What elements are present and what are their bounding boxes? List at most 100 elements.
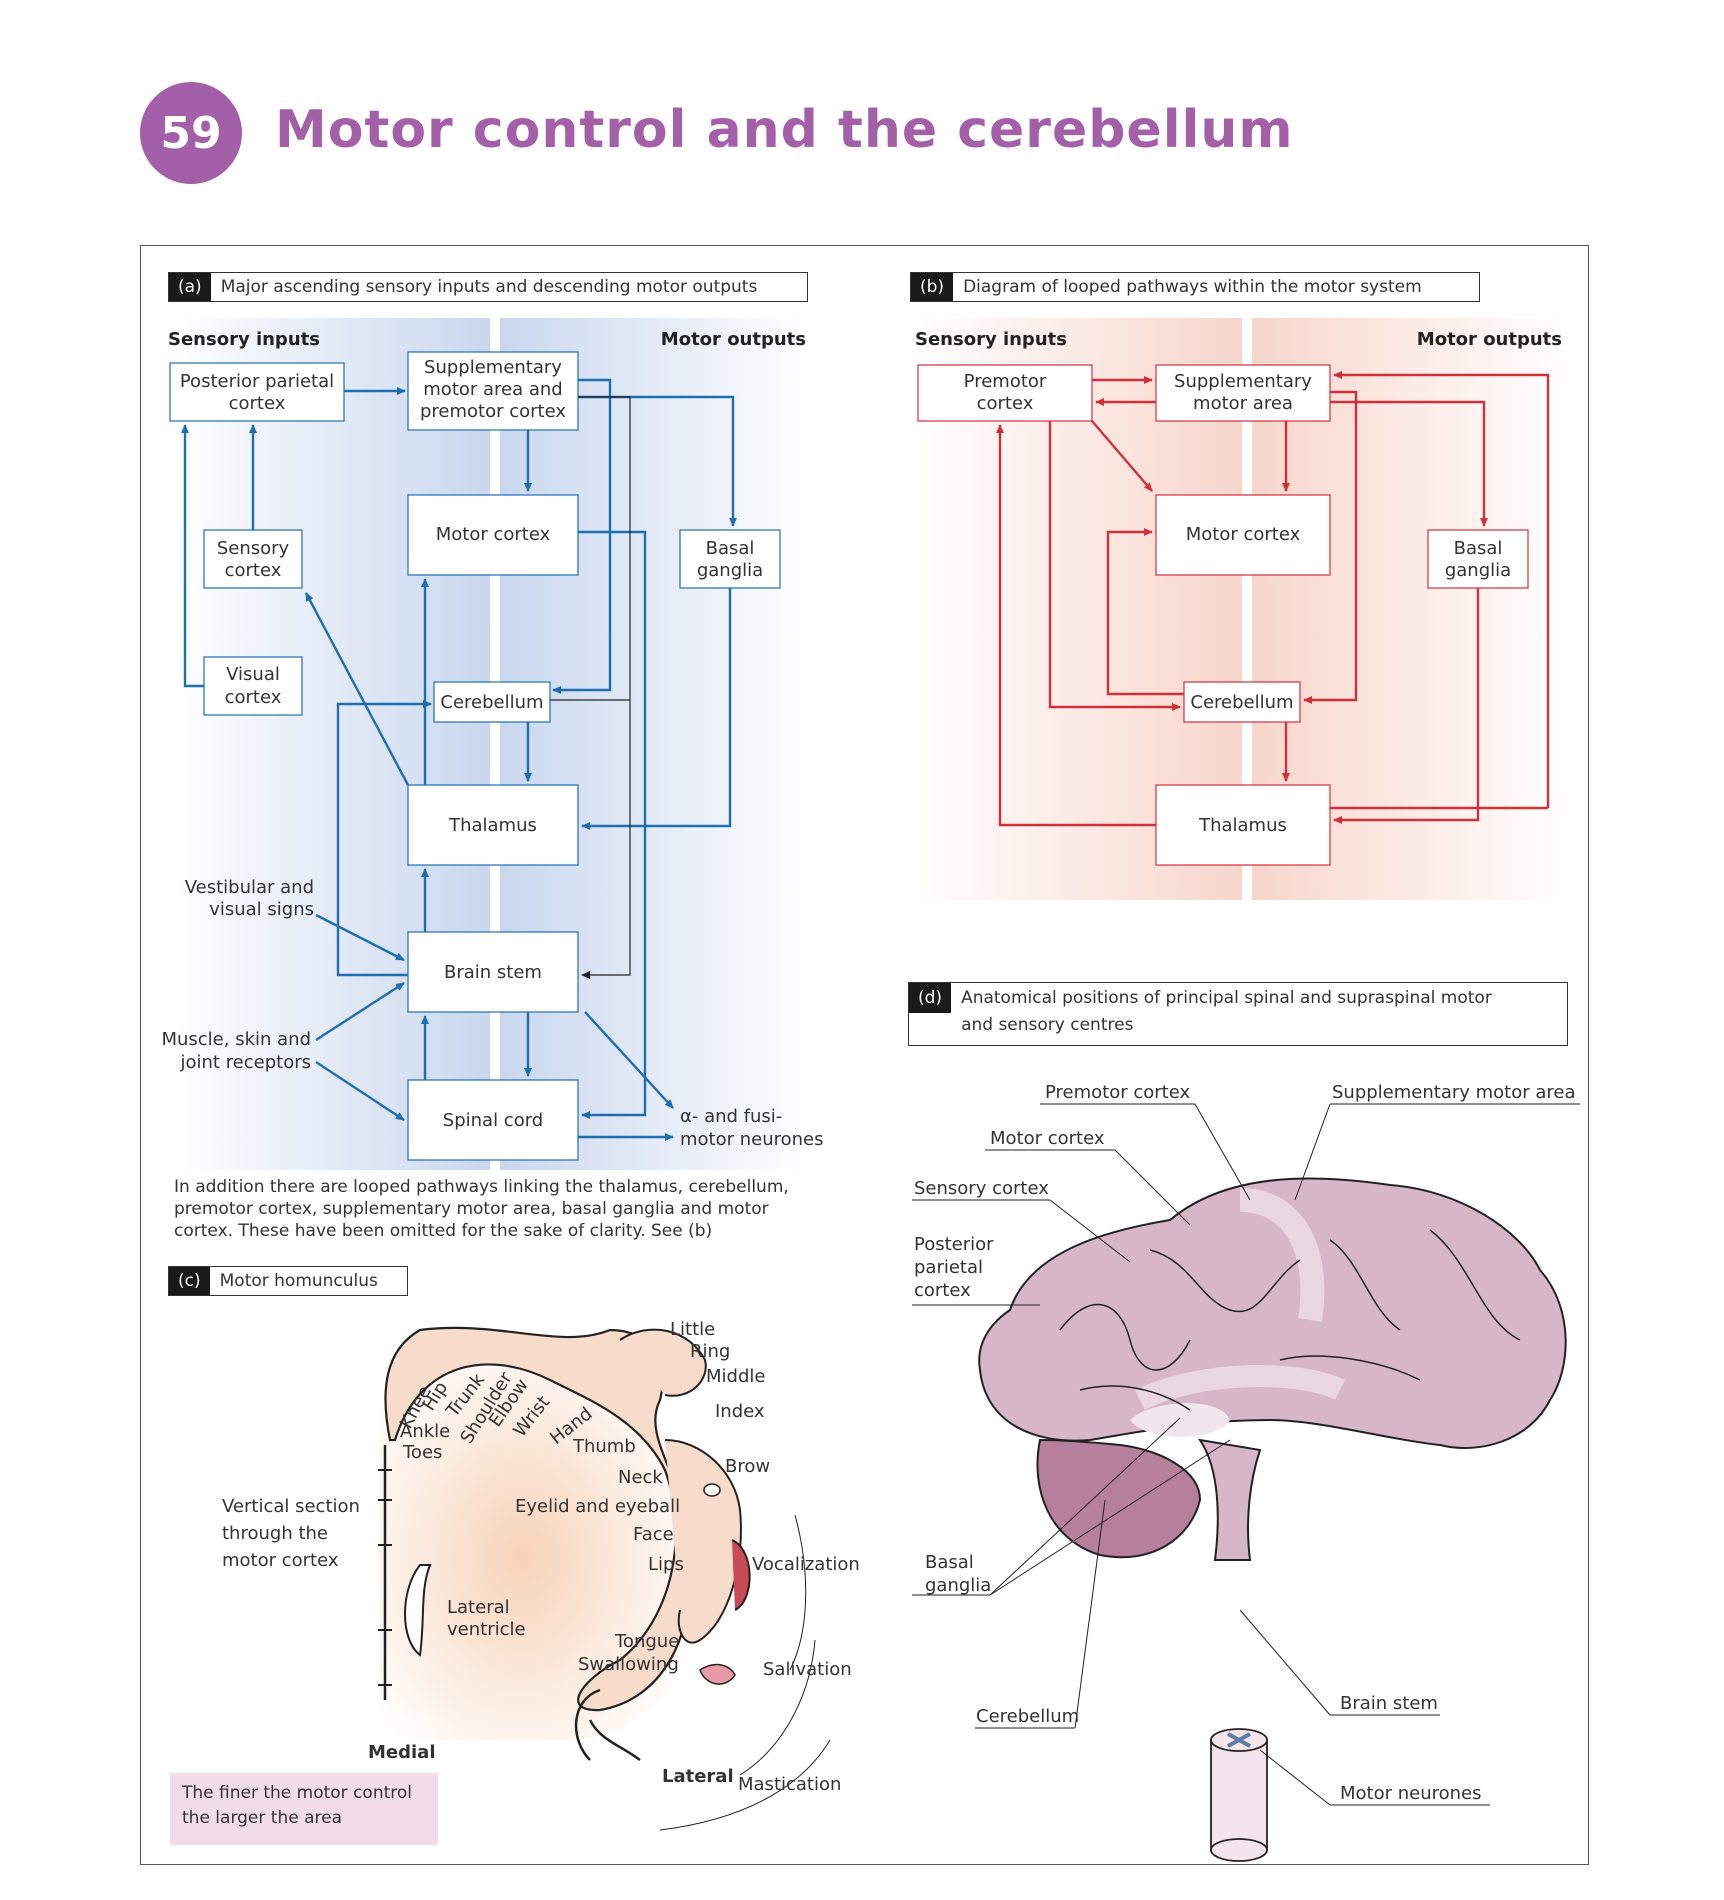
a-box-thalamus — [407, 784, 579, 866]
note-line1: In addition there are looped pathways li… — [174, 1177, 789, 1197]
a-muscle-l2: joint receptors — [179, 1052, 311, 1073]
finer-line2: the larger the area — [182, 1808, 342, 1828]
a-sensory-heading: Sensory inputs — [168, 329, 320, 350]
label-swallowing: Swallowing — [578, 1654, 679, 1675]
b-sensory-heading: Sensory inputs — [915, 329, 1067, 350]
chapter-number: 59 — [160, 107, 222, 159]
d-label-cerebellum: Cerebellum — [976, 1706, 1079, 1727]
d-label-brain-stem: Brain stem — [1340, 1693, 1438, 1714]
label-face: Face — [633, 1524, 674, 1545]
label-thumb: Thumb — [572, 1436, 636, 1457]
a-posterior-l2: cortex — [229, 393, 286, 414]
a-cerebellum-text: Cerebellum — [440, 692, 543, 713]
a-basal-l2: ganglia — [697, 560, 763, 581]
b-premotor-l2: cortex — [977, 393, 1034, 414]
label-vocalization: Vocalization — [752, 1554, 860, 1575]
a-sma-l2: motor area and — [423, 379, 562, 400]
a-box-sma-premotor — [407, 351, 579, 431]
a-box-visual-cortex — [203, 656, 303, 716]
panel-a-title: Major ascending sensory inputs and desce… — [220, 277, 758, 297]
a-box-spinal-cord — [407, 1079, 579, 1161]
a-vestibular-l2: visual signs — [209, 899, 314, 920]
label-vertical-l3: motor cortex — [222, 1550, 339, 1571]
b-box-premotor — [917, 364, 1093, 422]
a-visual-l2: cortex — [225, 687, 282, 708]
a-alpha-l1: α- and fusi- — [680, 1106, 782, 1127]
panel-b-tag: (b) — [911, 273, 954, 301]
b-box-basal-ganglia — [1427, 529, 1529, 589]
a-motor-cortex-text: Motor cortex — [436, 524, 551, 545]
d-label-sensory: Sensory cortex — [914, 1178, 1049, 1199]
b-motor-cortex-text: Motor cortex — [1186, 524, 1301, 545]
d-label-posterior-l2: parietal — [914, 1257, 983, 1278]
a-sma-l3: premotor cortex — [420, 401, 566, 422]
panel-c-title: Motor homunculus — [219, 1271, 378, 1291]
label-middle: Middle — [706, 1366, 765, 1387]
a-thalamus-text: Thalamus — [448, 815, 537, 836]
panel-b-title: Diagram of looped pathways within the mo… — [963, 277, 1422, 297]
a-brainstem-text: Brain stem — [444, 962, 542, 983]
label-ring: Ring — [690, 1341, 730, 1362]
d-label-posterior-l1: Posterior — [914, 1234, 994, 1255]
panel-d-label: (d) Anatomical positions of principal sp… — [908, 982, 1568, 1046]
b-premotor-l1: Premotor — [964, 371, 1047, 392]
d-label-motor-neurones: Motor neurones — [1340, 1783, 1482, 1804]
finer-control-note: The finer the motor control the larger t… — [170, 1773, 438, 1845]
note-line3: cortex. These have been omitted for the … — [174, 1221, 713, 1241]
label-vertical-l1: Vertical section — [222, 1496, 360, 1517]
panel-b-label: (b) Diagram of looped pathways within th… — [910, 272, 1480, 302]
label-lat-ventricle-l1: Lateral — [447, 1597, 510, 1618]
label-index: Index — [715, 1401, 765, 1422]
label-neck: Neck — [618, 1467, 663, 1488]
a-sma-l1: Supplementary — [424, 357, 562, 378]
a-muscle-l1: Muscle, skin and — [161, 1029, 311, 1050]
panel-d-title-line2: and sensory centres — [961, 1015, 1134, 1035]
a-visual-l1: Visual — [226, 664, 280, 685]
a-box-brain-stem — [407, 931, 579, 1013]
label-little: Little — [670, 1319, 715, 1340]
b-thalamus-text: Thalamus — [1198, 815, 1287, 836]
d-label-basal-l1: Basal — [925, 1552, 974, 1573]
a-box-sensory-cortex — [203, 529, 303, 589]
a-sensory-l2: cortex — [225, 560, 282, 581]
d-label-basal-l2: ganglia — [925, 1575, 991, 1596]
panel-a-note: In addition there are looped pathways li… — [174, 1176, 874, 1242]
label-ankle: Ankle — [400, 1421, 450, 1442]
b-box-sma — [1155, 364, 1331, 422]
finer-line1: The finer the motor control — [182, 1783, 413, 1803]
b-basal-l2: ganglia — [1445, 560, 1511, 581]
label-mastication: Mastication — [738, 1774, 841, 1795]
label-brow: Brow — [725, 1456, 770, 1477]
d-label-posterior-l3: cortex — [914, 1280, 971, 1301]
label-toes: Toes — [402, 1442, 442, 1463]
b-sma-l1: Supplementary — [1174, 371, 1312, 392]
d-label-motor-cortex: Motor cortex — [990, 1128, 1105, 1149]
a-motor-heading: Motor outputs — [661, 329, 806, 350]
d-label-premotor: Premotor cortex — [1045, 1082, 1190, 1103]
b-basal-l1: Basal — [1454, 538, 1503, 559]
panel-d-title-line1: Anatomical positions of principal spinal… — [961, 988, 1492, 1008]
b-box-motor-cortex — [1155, 494, 1331, 576]
a-basal-l1: Basal — [706, 538, 755, 559]
panel-a-tag: (a) — [169, 273, 211, 301]
chapter-title: Motor control and the cerebellum — [275, 100, 1294, 160]
a-box-motor-cortex — [407, 494, 579, 576]
b-motor-heading: Motor outputs — [1417, 329, 1562, 350]
label-lateral: Lateral — [662, 1766, 734, 1787]
label-lips: Lips — [648, 1554, 684, 1575]
panel-d-brain: Premotor cortex Supplementary motor area… — [912, 1082, 1580, 1862]
spinal-cord-segment — [1210, 1728, 1268, 1862]
brain-stem-shape — [1197, 1438, 1262, 1561]
panel-c-label: (c) Motor homunculus — [168, 1266, 408, 1296]
d-label-sma: Supplementary motor area — [1332, 1082, 1576, 1103]
panel-a-label: (a) Major ascending sensory inputs and d… — [168, 272, 808, 302]
panel-d-title: Anatomical positions of principal spinal… — [961, 983, 1492, 1045]
a-spinal-text: Spinal cord — [443, 1110, 543, 1131]
a-box-cerebellum — [433, 681, 551, 723]
label-vertical-l2: through the — [222, 1523, 328, 1544]
a-posterior-l1: Posterior parietal — [180, 371, 334, 392]
b-box-thalamus — [1155, 784, 1331, 866]
panel-d-tag: (d) — [909, 983, 952, 1013]
a-vestibular-l1: Vestibular and — [185, 877, 314, 898]
